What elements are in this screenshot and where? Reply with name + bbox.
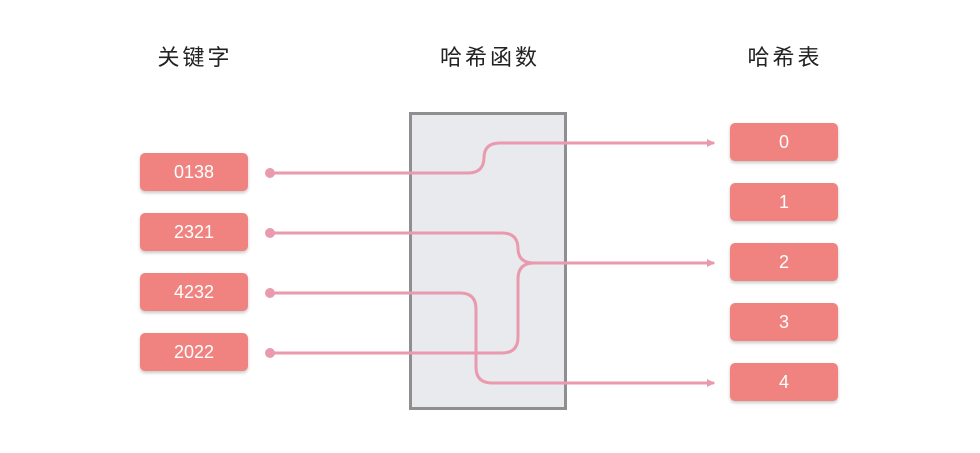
hash-function-box [409, 112, 567, 410]
slot-1: 1 [730, 183, 838, 221]
connector-origin-2022 [265, 348, 275, 358]
hash-function-heading: 哈希函数 [439, 46, 540, 71]
slot-0: 0 [730, 123, 838, 161]
connector-4232-to-4 [268, 291, 715, 387]
connector-2321-to-2 [268, 231, 715, 267]
key-4232: 4232 [140, 273, 248, 311]
slot-4: 4 [730, 363, 838, 401]
slot-3: 3 [730, 303, 838, 341]
key-0138: 0138 [140, 153, 248, 191]
connector-0138-to-0 [268, 139, 715, 175]
key-2022: 2022 [140, 333, 248, 371]
hash-table-heading: 哈希表 [747, 46, 823, 71]
connector-origin-2321 [265, 228, 275, 238]
key-2321: 2321 [140, 213, 248, 251]
connector-origin-4232 [265, 288, 275, 298]
keys-heading: 关键字 [157, 46, 233, 71]
connector-2022-to-2 [268, 261, 536, 355]
slot-2: 2 [730, 243, 838, 281]
connector-origin-0138 [265, 168, 275, 178]
